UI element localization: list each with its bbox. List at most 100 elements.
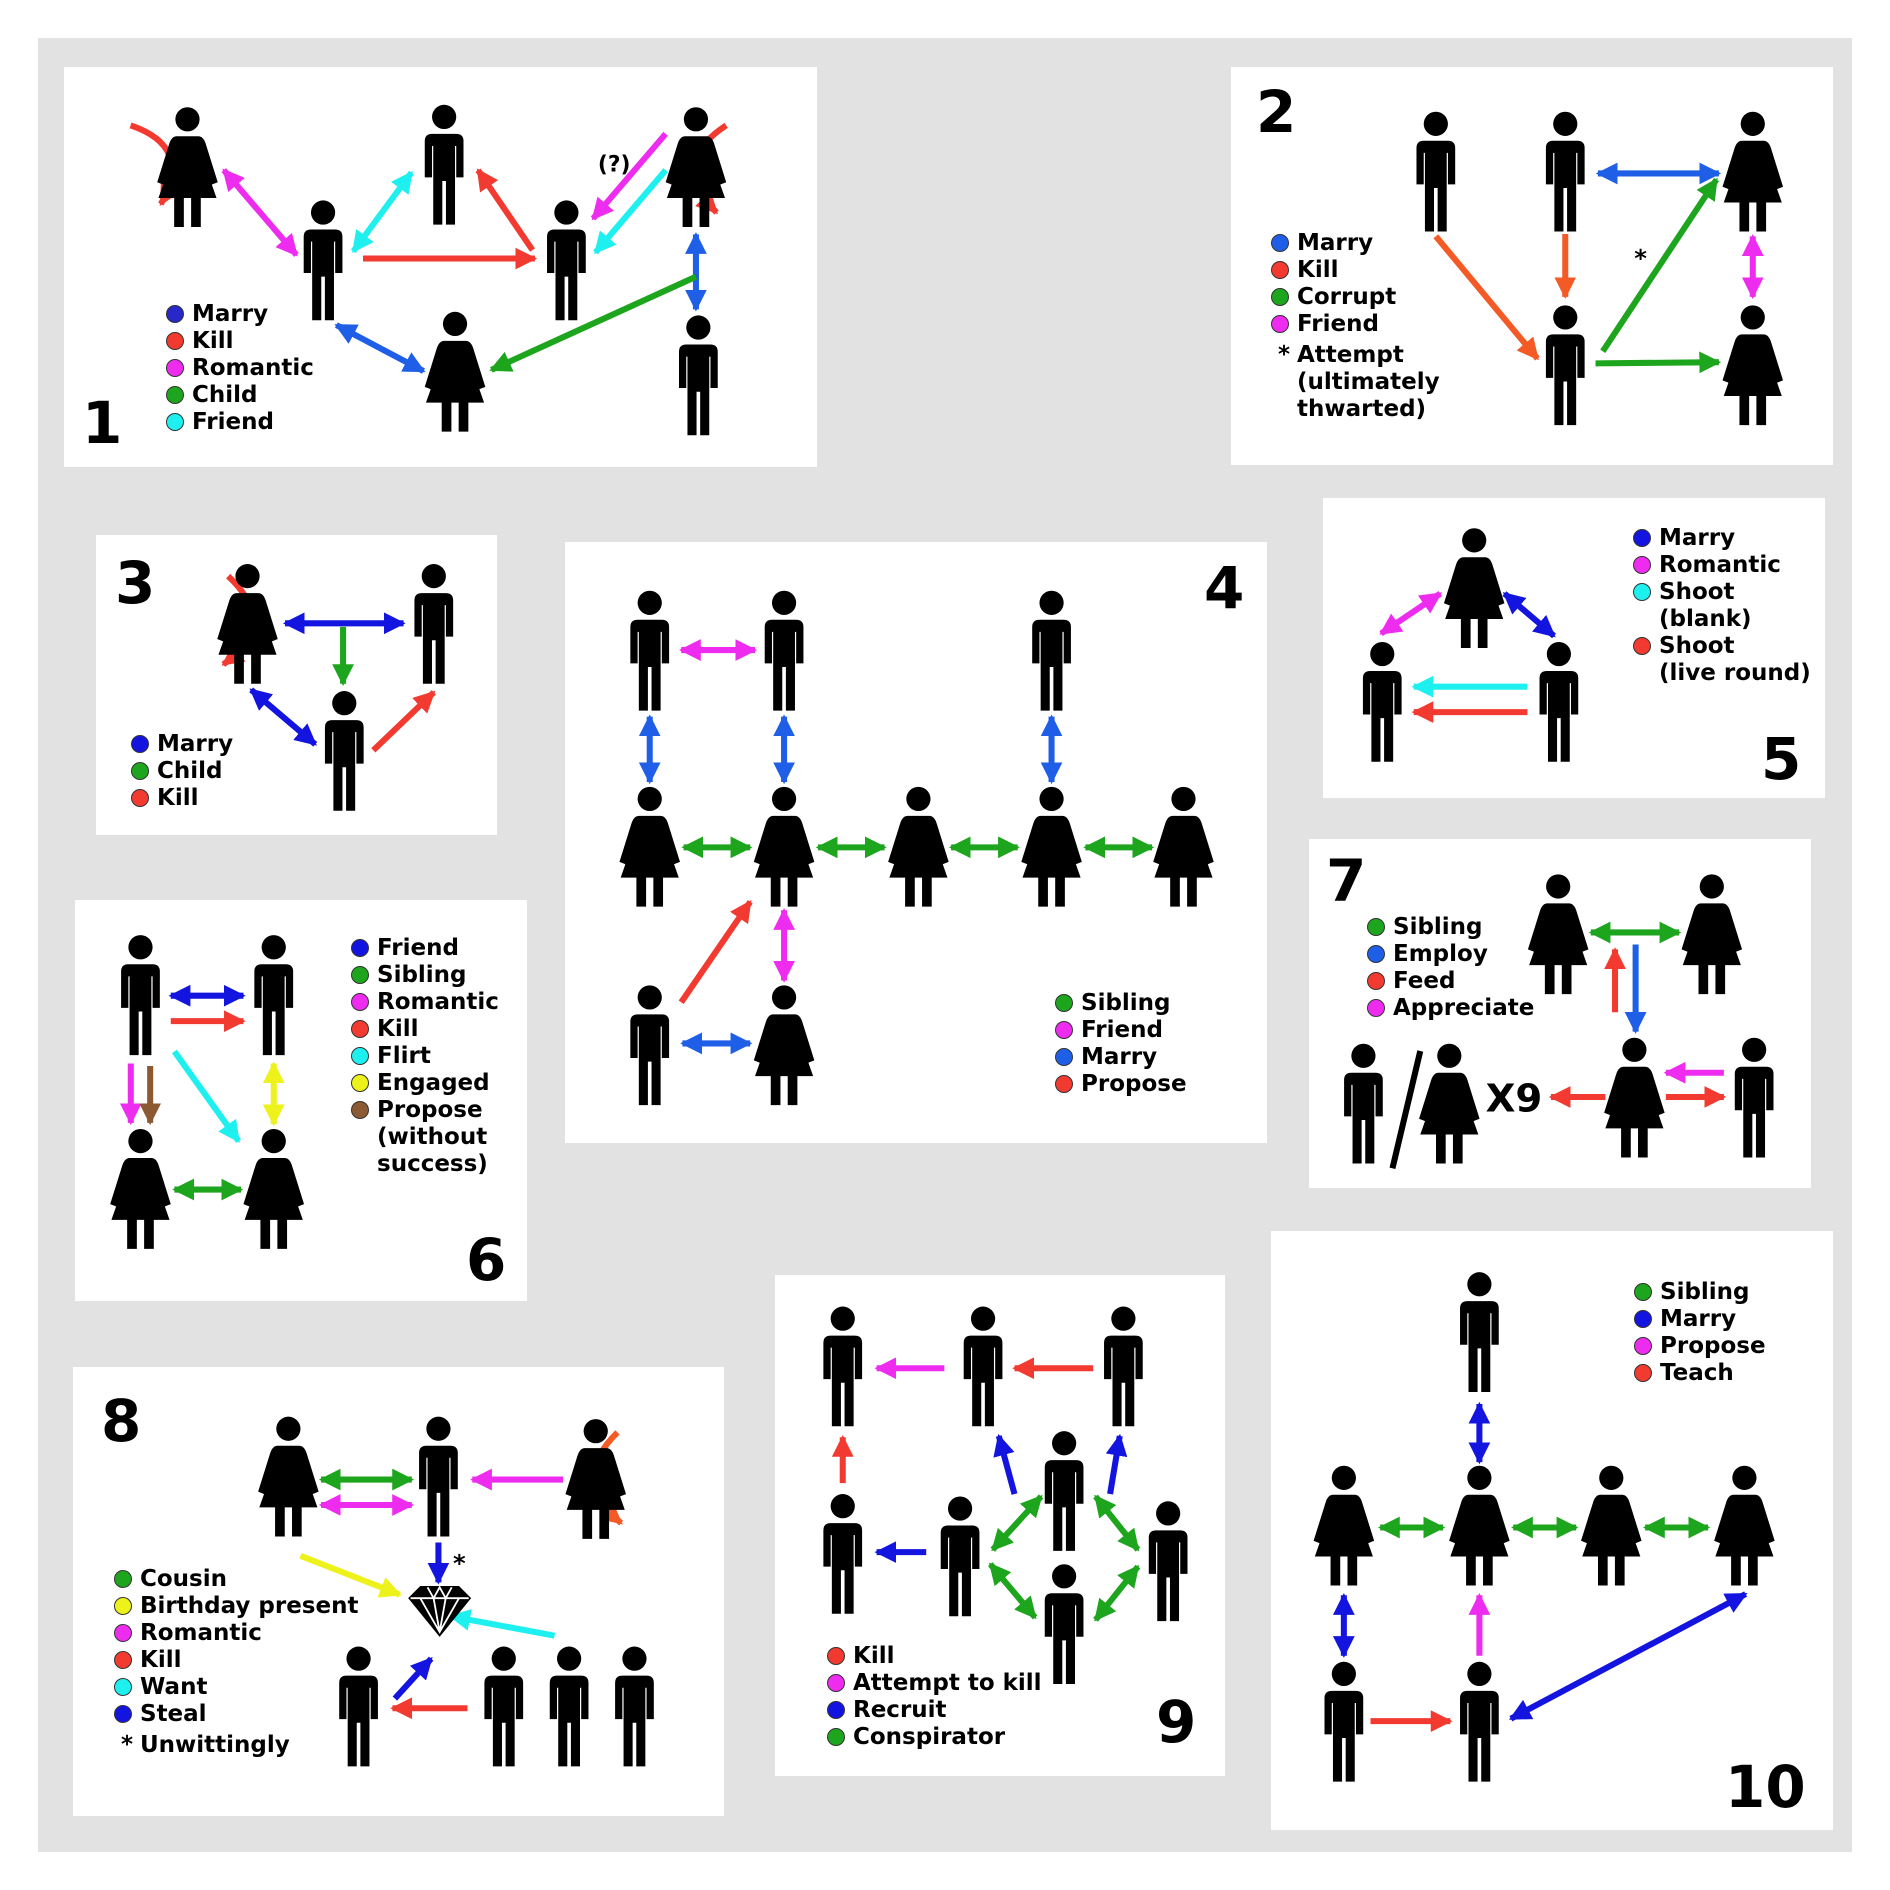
panel-1-diagram: (?) (129, 104, 728, 436)
legend-color-swatch (1633, 637, 1651, 655)
relation-arrow (171, 1049, 242, 1143)
relation-arrow (371, 690, 436, 753)
annotation-star: * (453, 1550, 466, 1578)
relation-arrow (1595, 351, 1722, 374)
legend-item: Conspirator (827, 1724, 1042, 1751)
legend-label: Shoot(live round) (1659, 633, 1811, 686)
woman-icon (619, 786, 680, 907)
legend-color-swatch (351, 993, 369, 1011)
legend-color-swatch (166, 332, 184, 350)
panel-number: 10 (1725, 1753, 1806, 1821)
legend-label: Kill (157, 785, 199, 811)
legend-color-swatch (351, 1101, 369, 1119)
panel-number: 1 (82, 389, 123, 457)
man-icon (1362, 641, 1402, 762)
man-icon (324, 691, 364, 811)
panel-3-diagram (217, 564, 454, 811)
legend-color-swatch (131, 762, 149, 780)
relation-arrow (334, 322, 426, 374)
legend-label: Attempt to kill (853, 1670, 1042, 1696)
legend-color-swatch (114, 1624, 132, 1642)
legend-label: Marry (1659, 525, 1736, 551)
legend-item: Sibling (1367, 914, 1534, 941)
woman-icon (753, 985, 815, 1106)
legend-color-swatch (1367, 918, 1385, 936)
legend-item: Romantic (166, 355, 314, 382)
woman-icon (157, 107, 218, 228)
legend-color-swatch (1634, 1364, 1652, 1382)
panel-2-diagram: * (1416, 111, 1784, 426)
legend-label: Employ (1393, 941, 1488, 967)
relation-arrow (990, 1494, 1044, 1552)
woman-icon (1527, 874, 1589, 995)
legend-item: Marry (1634, 1306, 1766, 1333)
man-icon (484, 1646, 524, 1767)
man-icon (963, 1306, 1003, 1427)
man-icon (1539, 641, 1579, 762)
legend-item: Kill (1271, 257, 1440, 284)
woman-icon (1681, 874, 1743, 995)
man-icon (303, 200, 343, 321)
legend-label: Friend (1081, 1017, 1163, 1043)
legend-item: Romantic (1633, 552, 1811, 579)
legend-item: Kill (166, 328, 314, 355)
legend-label: Marry (1081, 1044, 1158, 1070)
legend-label: Sibling (1660, 1279, 1750, 1305)
legend-label: Kill (192, 328, 234, 354)
legend-item: Marry (1633, 525, 1811, 552)
legend-item: Child (131, 758, 233, 785)
legend-label: Marry (192, 301, 269, 327)
legend-color-swatch (351, 1074, 369, 1092)
legend-item: Friend (351, 935, 499, 962)
relation-arrow (1379, 591, 1443, 636)
man-icon (549, 1646, 589, 1767)
relation-arrow (489, 273, 698, 373)
legend-color-swatch (1271, 288, 1289, 306)
man-icon (1460, 1272, 1499, 1392)
man-icon (630, 590, 670, 711)
man-icon (339, 1646, 378, 1767)
man-icon (419, 1416, 458, 1537)
legend-label: Steal (140, 1701, 207, 1727)
legend-label: Shoot(blank) (1659, 579, 1752, 632)
man-icon (1460, 1661, 1499, 1782)
legend-item: Attempt to kill (827, 1670, 1042, 1697)
panel-10-diagram (1313, 1272, 1775, 1782)
man-icon (1545, 305, 1585, 426)
legend-item: Marry (1055, 1044, 1187, 1071)
legend-color-swatch (1634, 1283, 1652, 1301)
legend-label: Marry (1297, 230, 1374, 256)
legend-label: Friend (192, 409, 274, 435)
legend-color-swatch (114, 1597, 132, 1615)
panel-number: 3 (115, 549, 156, 617)
legend-item: Friend (1271, 311, 1440, 338)
relation-arrow (221, 168, 299, 257)
woman-icon (888, 786, 949, 907)
man-icon (823, 1494, 863, 1614)
legend-color-swatch (1367, 972, 1385, 990)
legend-color-swatch (166, 413, 184, 431)
legend-color-swatch (1367, 945, 1385, 963)
legend-color-swatch (1633, 583, 1651, 601)
legend-label: Romantic (1659, 552, 1781, 578)
legend-label: Sibling (377, 962, 467, 988)
woman-icon (665, 107, 727, 228)
relation-arrow (1502, 591, 1557, 639)
man-icon (678, 315, 718, 436)
legend-item: Shoot(blank) (1633, 579, 1811, 633)
relation-arrow (1093, 1564, 1141, 1622)
legend-label: Flirt (377, 1043, 431, 1069)
legend-item: Romantic (351, 989, 499, 1016)
legend-label: Propose (1660, 1333, 1766, 1359)
legend-item: Propose (1634, 1333, 1766, 1360)
